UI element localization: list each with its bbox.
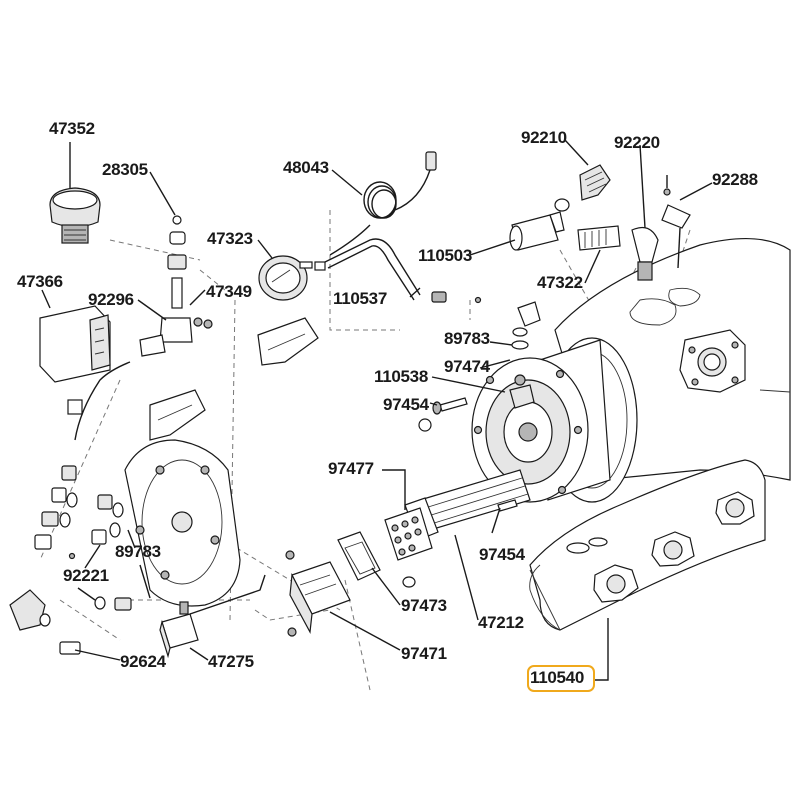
capillary-tube-part <box>329 151 437 256</box>
callout-97473[interactable]: 97473 <box>401 596 447 615</box>
boiler-front-flange <box>404 337 638 541</box>
control-box-part <box>39 305 131 441</box>
callout-92220[interactable]: 92220 <box>614 133 660 152</box>
callout-97471[interactable]: 97471 <box>401 644 447 663</box>
callout-47349[interactable]: 47349 <box>206 282 252 301</box>
callout-110540[interactable]: 110540 <box>530 668 584 687</box>
callout-97474[interactable]: 97474 <box>444 357 490 376</box>
callout-110538[interactable]: 110538 <box>374 367 428 386</box>
callout-89783-left[interactable]: 89783 <box>115 542 161 561</box>
pipe-part <box>324 238 482 304</box>
pressure-gauge-part <box>258 255 326 301</box>
callout-97454-mid[interactable]: 97454 <box>479 545 525 564</box>
callout-28305[interactable]: 28305 <box>102 160 148 179</box>
solenoid-valve-parts <box>509 164 659 281</box>
safety-thermostat-part <box>159 574 266 659</box>
tank-jacket-part <box>529 459 766 631</box>
top-elbow-fitting <box>511 301 541 350</box>
level-probe-part <box>661 175 691 269</box>
selected-callout-highlight <box>527 665 595 692</box>
callout-47352[interactable]: 47352 <box>49 119 95 138</box>
leader-lines <box>41 139 713 681</box>
callout-92210[interactable]: 92210 <box>521 128 567 147</box>
left-fittings-part <box>9 465 132 655</box>
callout-97454-top[interactable]: 97454 <box>383 395 429 414</box>
callout-89783-top[interactable]: 89783 <box>444 329 490 348</box>
callout-92221[interactable]: 92221 <box>63 566 109 585</box>
callout-92296[interactable]: 92296 <box>88 290 134 309</box>
callout-47323[interactable]: 47323 <box>207 229 253 248</box>
callout-92288[interactable]: 92288 <box>712 170 758 189</box>
mounting-brackets <box>149 317 319 441</box>
callout-48043[interactable]: 48043 <box>283 158 329 177</box>
callout-97477[interactable]: 97477 <box>328 459 374 478</box>
callout-110503[interactable]: 110503 <box>418 246 472 265</box>
callout-92624[interactable]: 92624 <box>120 652 166 671</box>
callout-47275[interactable]: 47275 <box>208 652 254 671</box>
fitting-stack-part <box>139 215 213 357</box>
left-end-plate <box>124 439 241 607</box>
callout-47212[interactable]: 47212 <box>478 613 524 632</box>
terminal-block-part <box>384 507 433 561</box>
element-cover-part <box>285 531 416 637</box>
pressurestat-part <box>49 187 101 244</box>
callout-47322[interactable]: 47322 <box>537 273 583 292</box>
callout-110537[interactable]: 110537 <box>333 289 387 308</box>
callout-47366[interactable]: 47366 <box>17 272 63 291</box>
